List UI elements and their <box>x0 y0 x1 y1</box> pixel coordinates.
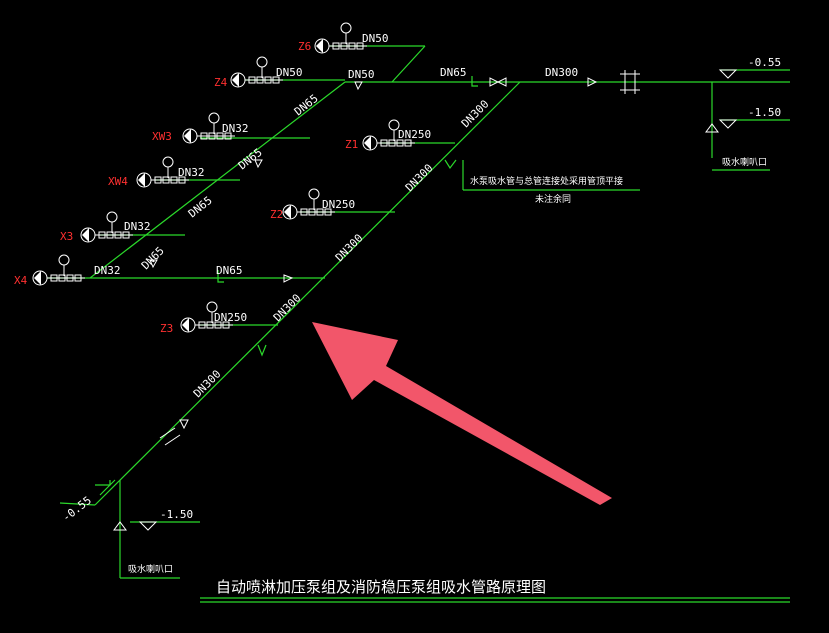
pipe-label: DN32 <box>222 122 249 135</box>
level-label: -1.50 <box>748 106 781 119</box>
valve-icon <box>179 419 189 430</box>
main-diagonal-pipe <box>94 81 521 506</box>
note-text: 吸水喇叭口 <box>128 563 173 575</box>
pressure-gauge-icon <box>206 301 218 313</box>
pipe-label: DN65 <box>186 194 215 221</box>
level-label: -0.55 <box>60 494 94 525</box>
pipe-label: DN50 <box>362 32 389 45</box>
pump-head-icon <box>182 112 235 144</box>
suction-bell-icon <box>705 123 719 133</box>
pipe-label: DN65 <box>236 146 265 173</box>
level-label: -0.55 <box>748 56 781 69</box>
pipe-label: DN32 <box>124 220 151 233</box>
left-level-line-upper <box>59 502 96 506</box>
level-markers <box>95 69 738 531</box>
valve-icon <box>254 159 263 169</box>
pointer-arrow-icon <box>312 322 612 505</box>
flex-joint-icon <box>257 344 267 357</box>
pipe-label: DN250 <box>214 311 247 324</box>
pump-label-z2: Z2 <box>270 208 283 221</box>
flex-joint-icon <box>471 76 478 87</box>
note-text: 水泵吸水管与总管连接处采用管顶平接 <box>470 175 623 187</box>
suction-bell-icon <box>113 521 127 531</box>
pump-label-z6: Z6 <box>298 40 311 53</box>
level-triangle-icon <box>718 69 738 79</box>
pump-label-xw4: XW4 <box>108 175 128 188</box>
pump-group <box>32 22 415 333</box>
pump-label-xw3: XW3 <box>152 130 172 143</box>
valve-icon <box>354 81 363 91</box>
pump-label-z1: Z1 <box>345 138 358 151</box>
pipe-label: DN250 <box>322 198 355 211</box>
pressure-gauge-icon <box>106 211 118 223</box>
pump-label-x4: X4 <box>14 274 28 287</box>
valve-icon <box>496 77 507 87</box>
pump-head-icon <box>230 56 283 88</box>
pump-head-icon <box>282 188 335 220</box>
pressure-gauge-icon <box>340 22 352 34</box>
pipe-label: DN250 <box>398 128 431 141</box>
pipe-label: DN65 <box>440 66 467 79</box>
pump-label-z3: Z3 <box>160 322 173 335</box>
pipe-label: DN65 <box>216 264 243 277</box>
z6-feed-pipe <box>391 45 426 83</box>
pipe-label: DN65 <box>292 92 321 119</box>
coupling-icon <box>164 434 181 446</box>
pump-label-x3: X3 <box>60 230 73 243</box>
note-text: 吸水喇叭口 <box>722 156 767 168</box>
pump-label-z4: Z4 <box>214 76 228 89</box>
pressure-gauge-icon <box>388 119 400 131</box>
pipe-label: DN300 <box>545 66 578 79</box>
pump-head-icon <box>314 22 367 54</box>
pump-head-icon <box>362 119 415 151</box>
note-text: 未注余同 <box>535 193 571 205</box>
pipe-label: DN300 <box>271 292 304 325</box>
check-valve-icon <box>587 77 598 87</box>
flex-joint-icon <box>444 159 457 170</box>
pressure-gauge-icon <box>58 254 70 266</box>
pressure-gauge-icon <box>256 56 268 68</box>
labels: Z6 Z4 XW3 XW4 X3 X4 Z1 Z2 Z3 DN50 DN50 D… <box>14 32 781 596</box>
valve-icon <box>149 259 158 269</box>
level-label: -1.50 <box>160 508 193 521</box>
fittings <box>149 70 640 446</box>
pipe-label: DN50 <box>276 66 303 79</box>
elbow-symbol-icon <box>95 479 116 496</box>
pump-head-icon <box>32 254 85 286</box>
level-triangle-icon <box>718 119 738 129</box>
pressure-gauge-icon <box>308 188 320 200</box>
level-triangle-icon <box>138 521 158 531</box>
pressure-gauge-icon <box>208 112 220 124</box>
pump-head-icon <box>136 156 189 188</box>
pipe-label: DN300 <box>333 232 366 265</box>
pipe-label: DN300 <box>403 162 436 195</box>
pipe-label: DN300 <box>191 368 224 401</box>
pipe-label: DN32 <box>178 166 205 179</box>
flex-joint-icon <box>217 270 224 283</box>
pipe-label: DN32 <box>94 264 121 277</box>
pump-head-icon <box>80 211 133 243</box>
valve-icon <box>283 274 294 283</box>
pipe-label: DN300 <box>459 98 492 131</box>
drawing-title: 自动喷淋加压泵组及消防稳压泵组吸水管路原理图 <box>216 578 546 596</box>
valve-icon <box>489 77 500 87</box>
coupling-icon <box>159 427 176 439</box>
pressure-gauge-icon <box>162 156 174 168</box>
pipe-label: DN50 <box>348 68 375 81</box>
pump-head-icon <box>180 301 233 333</box>
